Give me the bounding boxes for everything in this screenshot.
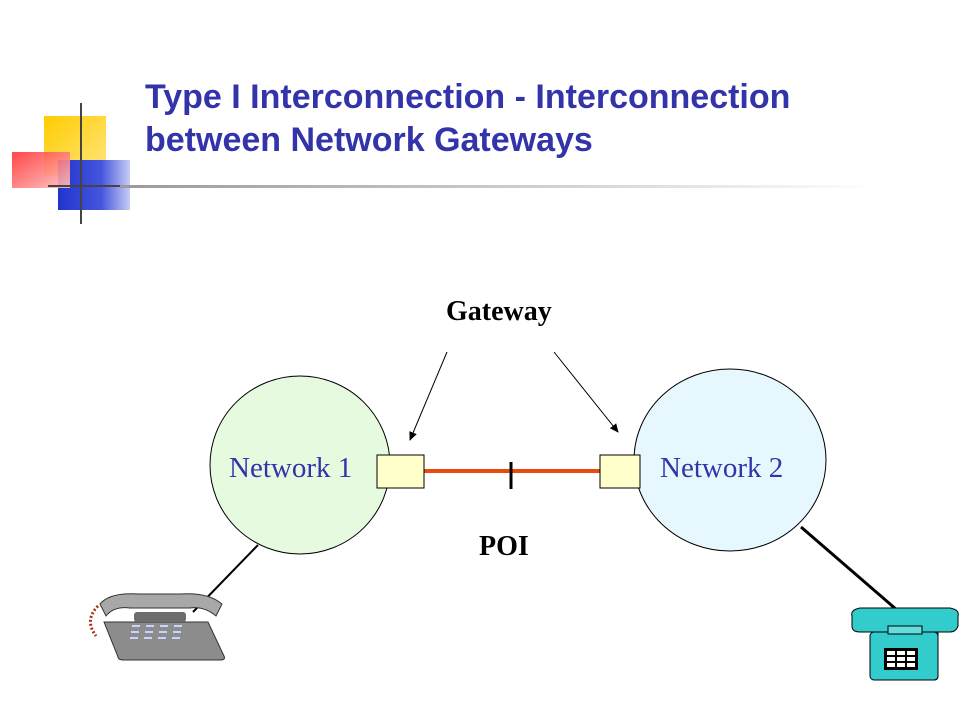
gateway-1-box	[376, 454, 425, 489]
decorative-squares-icon	[12, 103, 130, 224]
network-2-label: Network 2	[660, 452, 784, 484]
gateway-2-box	[599, 454, 641, 489]
telephone-icon	[89, 593, 225, 661]
title-line-1: Type I Interconnection - Interconnection	[145, 78, 791, 116]
slide-title: Type I Interconnection - Interconnection…	[145, 76, 935, 162]
telephone-icon	[851, 607, 959, 681]
title-underline	[120, 185, 880, 188]
network-1-label: Network 1	[229, 452, 353, 484]
gateway-arrow-2	[553, 351, 619, 433]
poi-label: POI	[479, 531, 529, 562]
gateway-arrow-1	[409, 351, 448, 441]
right-access-line	[800, 525, 898, 612]
title-line-2: between Network Gateways	[145, 121, 593, 159]
gateway-label: Gateway	[446, 296, 552, 327]
